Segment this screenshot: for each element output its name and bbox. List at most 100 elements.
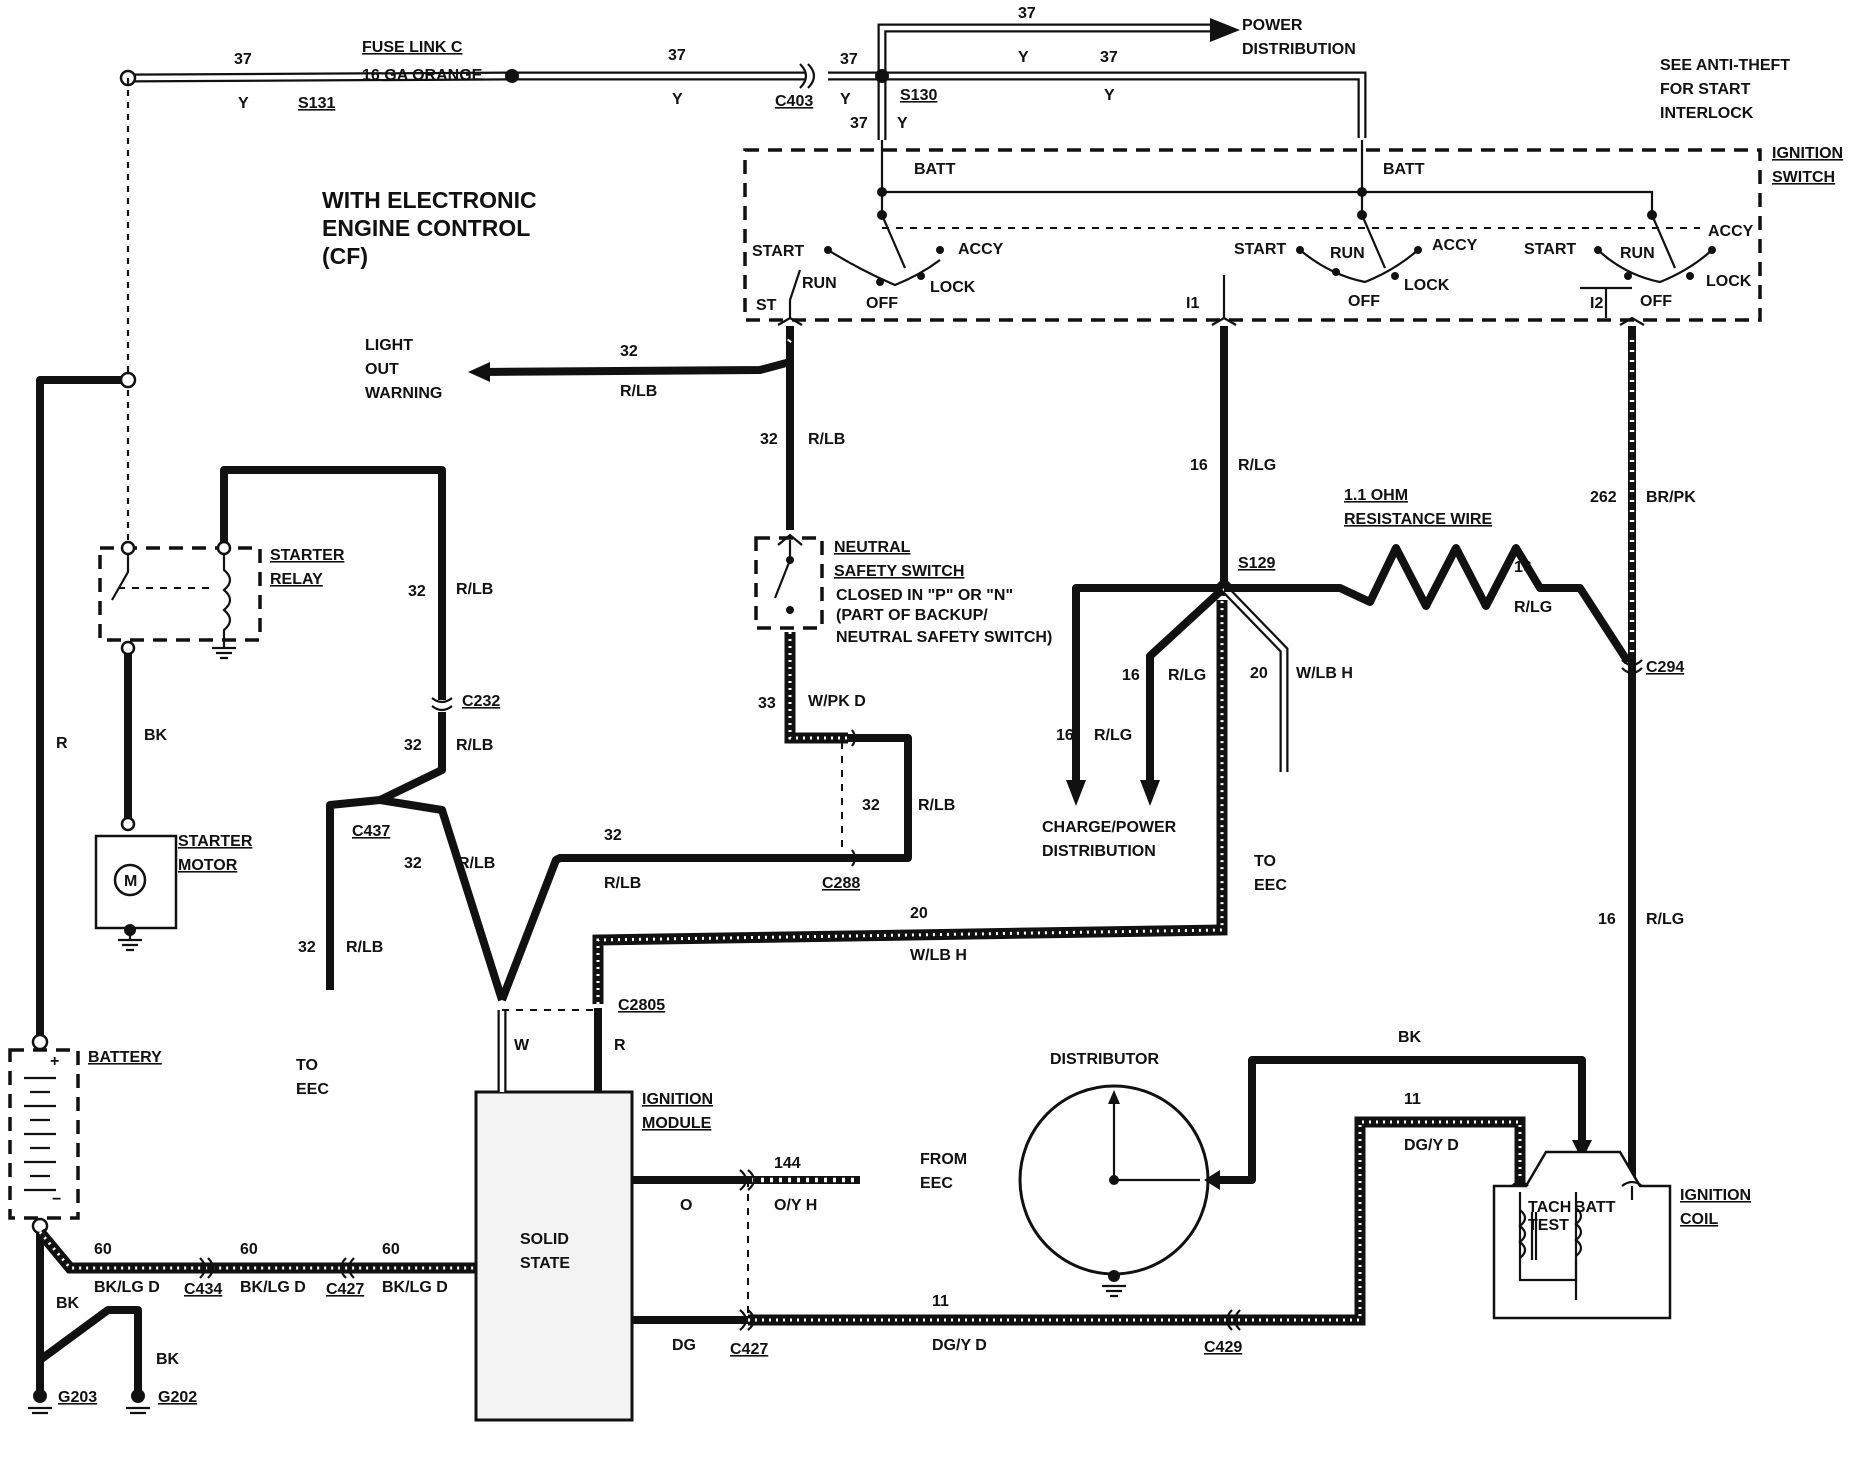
g202-text: G202	[158, 1389, 197, 1406]
wDG-text: DG	[672, 1337, 696, 1354]
run-circuit-16: 16 R/LG S129 16 R/LG 16 R/LG 20 W/LB H C…	[1042, 316, 1632, 860]
run-text: RUN	[1620, 245, 1655, 262]
accy-text: ACCY	[1432, 237, 1478, 254]
start-text: START	[1234, 241, 1286, 258]
coil-batt-text: BATT	[1574, 1199, 1616, 1216]
wR2-text: R	[614, 1037, 626, 1054]
lock-text: LOCK	[930, 279, 976, 296]
power-dist-line2-text: DISTRIBUTION	[1242, 41, 1356, 58]
neutral-line1-text: NEUTRAL	[834, 539, 911, 556]
fuse-link-line1-text: FUSE LINK C	[362, 39, 463, 56]
w32a-c-text: R/LB	[620, 383, 657, 400]
connector-c437-label: C437	[352, 823, 390, 840]
w32b-text: 32	[760, 431, 778, 448]
w20b-text: 20	[1250, 665, 1268, 682]
wO-text: O	[680, 1197, 692, 1214]
w16d-c-text: R/LG	[1514, 599, 1552, 616]
wBK4-text: BK	[156, 1351, 180, 1368]
line3-text: (CF)	[322, 243, 368, 269]
neutral-line4-text: (PART OF BACKUP/	[836, 607, 988, 624]
batt-text: BATT	[914, 161, 956, 178]
ign-switch-line1-text: IGNITION	[1772, 145, 1843, 162]
wBK2-text: BK	[1398, 1029, 1422, 1046]
w11b-c-text: DG/Y D	[932, 1337, 987, 1354]
i1-text: I1	[1186, 295, 1199, 312]
w32a-text: 32	[620, 343, 638, 360]
w32e-text: 32	[404, 737, 422, 754]
anti-theft-line1-text: SEE ANTI-THEFT	[1660, 57, 1790, 74]
connector-c294-label: C294	[1646, 659, 1684, 676]
w16a-text: 16	[1190, 457, 1208, 474]
neutral-safety-switch: NEUTRAL SAFETY SWITCH CLOSED IN "P" OR "…	[754, 533, 1052, 892]
resistance-line1-text: 1.1 OHM	[1344, 487, 1408, 504]
light-out-line2-text: OUT	[365, 361, 399, 378]
starter-relay-line2-text: RELAY	[270, 571, 323, 588]
from-eec1-text: FROM	[920, 1151, 967, 1168]
start-text: START	[1524, 241, 1576, 258]
st-text: ST	[756, 297, 777, 314]
ignition-coil: TACH TEST BATT IGNITION COIL	[1492, 1150, 1751, 1320]
accy-text: ACCY	[958, 241, 1004, 258]
charge-line2-text: DISTRIBUTION	[1042, 843, 1156, 860]
w37b-text: 37	[668, 47, 686, 64]
connector-c403-label: C403	[775, 93, 813, 110]
w60a-c-text: BK/LG D	[94, 1279, 160, 1296]
w16c-text: 16	[1122, 667, 1140, 684]
w16b-c-text: R/LG	[1094, 727, 1132, 744]
w144-c-text: O/Y H	[774, 1197, 817, 1214]
w262-c-text: BR/PK	[1646, 489, 1696, 506]
module-ground-60: 60 BK/LG D C434 60 BK/LG D C427 60 BK/LG…	[35, 1228, 476, 1298]
w16a-c-text: R/LG	[1238, 457, 1276, 474]
connector-c2805-label: C2805	[618, 997, 665, 1014]
lock-text: LOCK	[1404, 277, 1450, 294]
w32d-text: 32	[408, 583, 426, 600]
tach-line1-text: TACH	[1528, 1199, 1571, 1216]
w37e-c-text: Y	[1018, 49, 1029, 66]
w37d-c-text: Y	[897, 115, 908, 132]
connector-c232-label: C232	[462, 693, 500, 710]
ign-module-line2-text: MODULE	[642, 1115, 712, 1132]
w16c-c-text: R/LG	[1168, 667, 1206, 684]
motor-symbol-label: M	[124, 873, 137, 890]
w16d-text: 16	[1514, 559, 1532, 576]
batt-text: BATT	[1383, 161, 1425, 178]
w32c-c-text: R/LB	[918, 797, 955, 814]
to-eec-b1-text: TO	[1254, 853, 1276, 870]
w32g-text: 32	[298, 939, 316, 956]
w32h-text: 32	[604, 827, 622, 844]
splice-s131-label: S131	[298, 95, 335, 112]
wW-text: W	[514, 1037, 530, 1054]
accy-text: ACCY	[1708, 223, 1754, 240]
w262-text: 262	[1590, 489, 1617, 506]
splice-s130-label: S130	[900, 87, 937, 104]
feed-wire-labels: 37 Y S131 FUSE LINK C 16 GA ORANGE 37 Y …	[234, 5, 1790, 132]
diagram-title: WITH ELECTRONIC ENGINE CONTROL (CF)	[322, 187, 537, 269]
anti-theft-line3-text: INTERLOCK	[1660, 105, 1754, 122]
connector-c429-label: C429	[1204, 1339, 1242, 1356]
light-out-line3-text: WARNING	[365, 385, 442, 402]
ign-coil-line1-text: IGNITION	[1680, 1187, 1751, 1204]
wR-text: R	[56, 735, 68, 752]
w20a-text: 20	[910, 905, 928, 922]
w37c-c-text: Y	[1104, 87, 1115, 104]
start-text: START	[752, 243, 804, 260]
line1-text: WITH ELECTRONIC	[322, 187, 537, 213]
w37e-text: 37	[1100, 49, 1118, 66]
ign-module-line1-text: IGNITION	[642, 1091, 713, 1108]
w16e-text: 16	[1598, 911, 1616, 928]
w32h-c-text: R/LB	[604, 875, 641, 892]
plus-text: +	[50, 1053, 59, 1070]
w32f-text: 32	[404, 855, 422, 872]
solid-state-line1-text: SOLID	[520, 1231, 569, 1248]
solid-state-line2-text: STATE	[520, 1255, 570, 1272]
line2-text: ENGINE CONTROL	[322, 215, 530, 241]
connector-c288-label: C288	[822, 875, 860, 892]
starter-relay-circuit: 32 R/LB C232 32 R/LB C437 32 R/LB 32 R/L…	[220, 466, 852, 1098]
w32e-c-text: R/LB	[456, 737, 493, 754]
fuse-link-line2-text: 16 GA ORANGE	[362, 67, 483, 84]
w37c-c-text: Y	[840, 91, 851, 108]
w16e-c-text: R/LG	[1646, 911, 1684, 928]
anti-theft-line2-text: FOR START	[1660, 81, 1751, 98]
w32b-c-text: R/LB	[808, 431, 845, 448]
